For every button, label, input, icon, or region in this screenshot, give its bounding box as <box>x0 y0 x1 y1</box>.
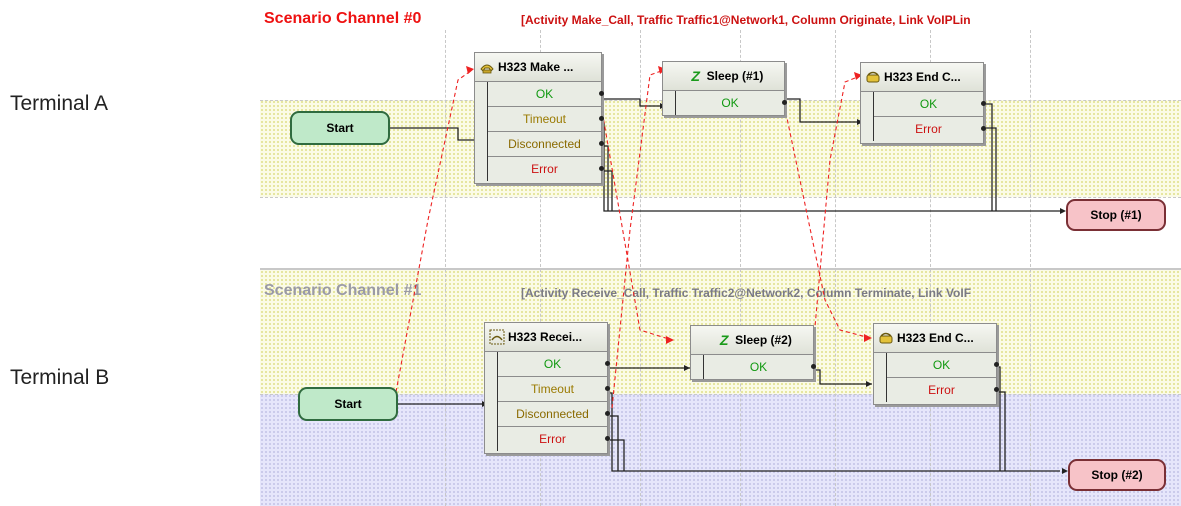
node-title: H323 Recei... <box>508 330 583 344</box>
channel0-title: Scenario Channel #0 <box>264 10 422 27</box>
makecall-ok-to-sleep-connector <box>600 98 660 107</box>
node-title: H323 End C... <box>884 70 961 84</box>
sync-sleep1-to-endcall2 <box>782 98 871 339</box>
port-error[interactable]: Error <box>874 117 986 141</box>
terminal-a-label: Terminal A <box>10 92 109 115</box>
port-timeout[interactable]: Timeout <box>498 377 610 402</box>
makecall-timeout-to-stop-connector <box>600 122 1060 212</box>
sleep-node-1[interactable]: Z Sleep (#1) OK <box>662 61 787 116</box>
sync-receivecall-ok-to-sleep1 <box>611 69 665 409</box>
h323-end-call-node-1[interactable]: H323 End C... OK Error <box>860 62 986 144</box>
node-title: H323 End C... <box>897 331 974 345</box>
sleep-ok-to-endcall-connector <box>783 98 857 123</box>
port-ok[interactable]: OK <box>488 82 604 107</box>
channel0-subtitle: [Activity Make_Call, Traffic Traffic1@Ne… <box>521 13 971 27</box>
channel1-lane <box>260 394 1181 506</box>
port-timeout[interactable]: Timeout <box>488 107 604 132</box>
sync-makecall-ok-to-sleep2 <box>599 98 673 341</box>
channel1-separator <box>260 268 1181 270</box>
sleep2-ok-to-endcall-connector <box>812 369 872 385</box>
node-title: H323 Make ... <box>498 60 574 74</box>
start-button-ch0[interactable]: Start <box>290 111 390 145</box>
sync-sleep2-to-endcall1 <box>811 75 861 361</box>
port-ok[interactable]: OK <box>498 352 610 377</box>
sleep-z-icon: Z <box>719 332 729 348</box>
receivecall-timeout-to-stop-connector <box>606 392 1060 472</box>
stop-button-ch0[interactable]: Stop (#1) <box>1066 199 1166 231</box>
stop-button-ch1[interactable]: Stop (#2) <box>1068 459 1166 491</box>
start-to-makecall-connector <box>388 127 474 141</box>
port-ok[interactable]: OK <box>704 355 816 379</box>
node-title: Sleep (#2) <box>735 333 792 347</box>
port-error[interactable]: Error <box>498 427 610 451</box>
sync-start2-to-makecall <box>395 69 473 393</box>
h323-receive-call-node[interactable]: H323 Recei... OK Timeout Disconnected Er… <box>484 322 610 454</box>
terminal-b-label: Terminal B <box>10 366 110 389</box>
port-ok[interactable]: OK <box>676 91 787 115</box>
port-disconnected[interactable]: Disconnected <box>488 132 604 157</box>
port-error[interactable]: Error <box>488 157 604 181</box>
channel0-lane <box>260 100 1181 197</box>
phone-receive-icon <box>489 329 505 345</box>
port-ok[interactable]: OK <box>874 92 986 117</box>
phone-hangup-icon <box>865 69 881 85</box>
port-ok[interactable]: OK <box>887 353 999 378</box>
h323-end-call-node-2[interactable]: H323 End C... OK Error <box>873 323 999 405</box>
channel1-subtitle: [Activity Receive_Call, Traffic Traffic2… <box>521 286 972 300</box>
node-title: Sleep (#1) <box>706 69 764 83</box>
port-error[interactable]: Error <box>887 378 999 402</box>
sleep-node-2[interactable]: Z Sleep (#2) OK <box>690 325 816 380</box>
start-button-ch1[interactable]: Start <box>298 387 398 421</box>
port-disconnected[interactable]: Disconnected <box>498 402 610 427</box>
sleep-z-icon: Z <box>691 68 700 84</box>
phone-icon <box>479 59 495 75</box>
phone-hangup-icon <box>878 330 894 346</box>
h323-make-call-node[interactable]: H323 Make ... OK Timeout Disconnected Er… <box>474 52 604 184</box>
channel1-title: Scenario Channel #1 <box>264 282 422 299</box>
